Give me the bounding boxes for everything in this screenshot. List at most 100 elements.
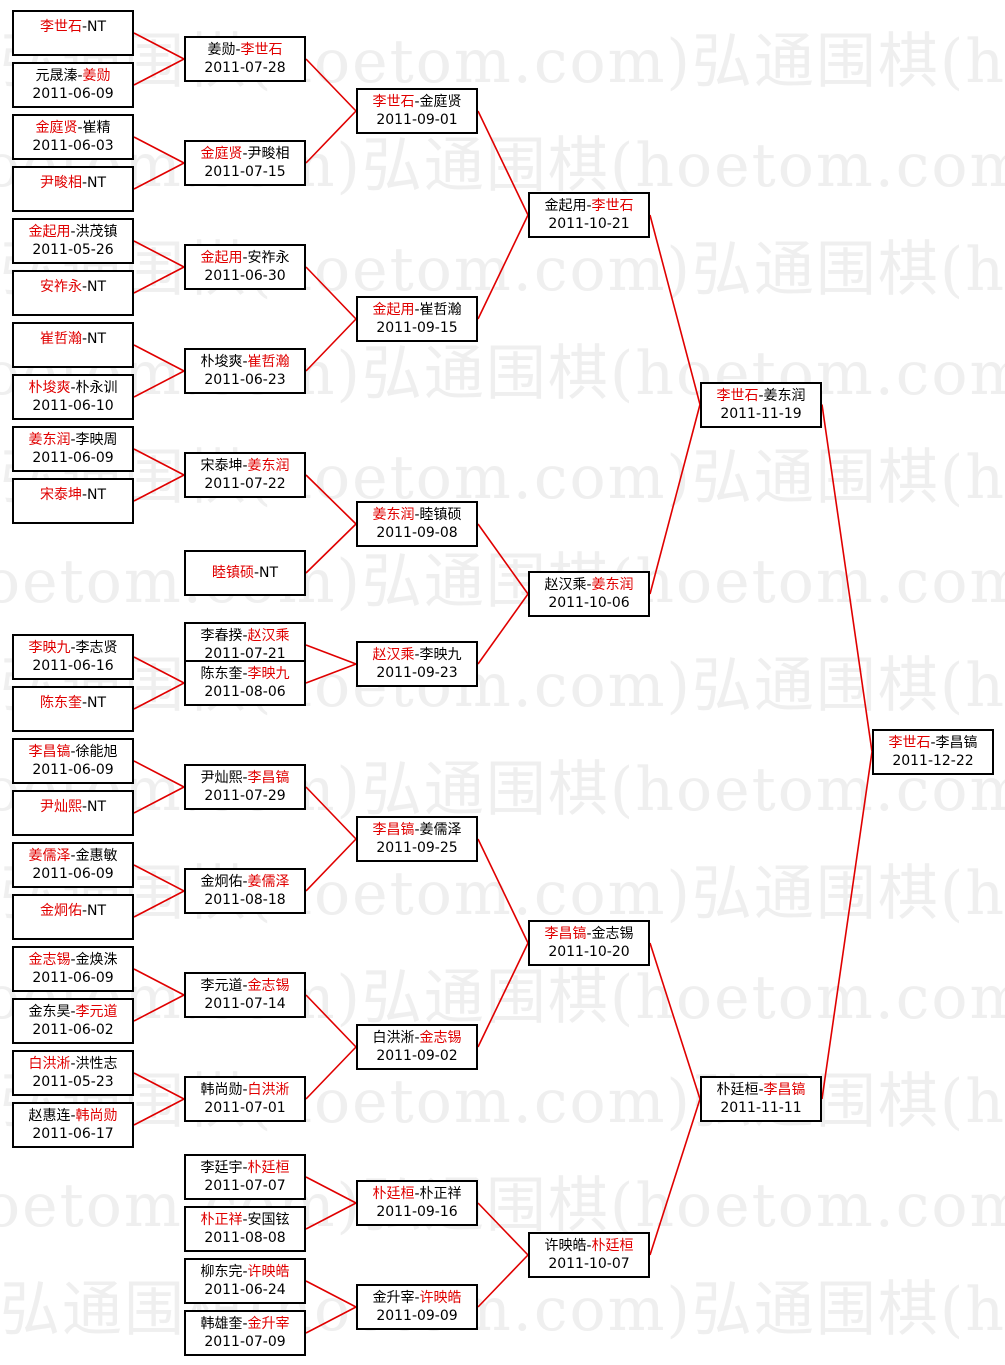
match-box: 宋泰坤-NT: [12, 478, 134, 524]
player-2: 安祚永: [247, 250, 290, 266]
match-players: 许映皓-朴廷桓: [544, 1237, 633, 1255]
bracket-connector: [133, 786, 185, 814]
match-players: 李昌镐-徐能旭: [28, 743, 117, 761]
vs-separator: -: [70, 848, 76, 864]
vs-separator: -: [70, 640, 76, 656]
player-2: NT: [87, 19, 107, 35]
match-date: 2011-07-07: [204, 1178, 286, 1194]
bracket-connector: [133, 240, 185, 268]
match-players: 姜东润-李映周: [28, 431, 117, 449]
player-1: 朴埈爽: [28, 380, 71, 396]
player-1: 李元道: [200, 978, 243, 994]
match-date: 2011-06-17: [32, 1126, 114, 1142]
player-2: NT: [87, 799, 107, 815]
player-1: 赵汉乘: [372, 647, 415, 663]
player-1: 姜东润: [28, 432, 71, 448]
player-2: 朴永训: [75, 380, 118, 396]
player-2: NT: [87, 903, 107, 919]
player-1: 韩雄奎: [200, 1316, 243, 1332]
player-2: 姜东润: [763, 388, 806, 404]
match-players: 朴埈爽-崔哲瀚: [200, 353, 289, 371]
match-date: 2011-06-09: [32, 450, 114, 466]
bracket-connector: [133, 682, 185, 710]
match-players: 姜勋-李世石: [207, 41, 282, 59]
vs-separator: -: [242, 1316, 248, 1332]
bracket-connector: [133, 760, 185, 788]
vs-separator: -: [242, 1212, 248, 1228]
match-date: 2011-09-09: [376, 1308, 458, 1324]
match-date: 2011-06-03: [32, 138, 114, 154]
bracket-connector: [305, 474, 357, 525]
bracket-connector: [305, 110, 357, 164]
match-date: 2011-09-15: [376, 320, 458, 336]
match-players: 金起用-洪茂镇: [28, 223, 117, 241]
bracket-connector: [305, 994, 357, 1048]
player-2: 金志锡: [419, 1030, 462, 1046]
vs-separator: -: [242, 978, 248, 994]
player-2: NT: [87, 695, 107, 711]
match-box: 崔哲瀚-NT: [12, 322, 134, 368]
match-players: 韩雄奎-金升宰: [200, 1315, 289, 1333]
match-box: 陈东奎-NT: [12, 686, 134, 732]
player-2: 李映周: [75, 432, 118, 448]
player-2: 姜儒泽: [419, 822, 462, 838]
match-date: 2011-09-08: [376, 525, 458, 541]
player-2: 姜东润: [247, 458, 290, 474]
player-1: 金庭贤: [35, 120, 78, 136]
bracket-connector: [821, 404, 873, 752]
match-players: 金起用-李世石: [544, 197, 633, 215]
player-2: 金志锡: [591, 926, 634, 942]
bracket-connector: [133, 968, 185, 996]
match-date: 2011-06-09: [32, 866, 114, 882]
player-1: 朴埈爽: [200, 354, 243, 370]
player-1: 金庭贤: [200, 146, 243, 162]
bracket-connector: [305, 318, 357, 372]
player-2: 崔哲瀚: [419, 302, 462, 318]
match-date: 2011-07-29: [204, 788, 286, 804]
bracket-connector: [133, 864, 185, 892]
vs-separator: -: [414, 1030, 420, 1046]
player-1: 陈东奎: [200, 666, 243, 682]
player-1: 安祚永: [39, 279, 82, 295]
match-date: 2011-09-23: [376, 665, 458, 681]
vs-separator: -: [77, 68, 83, 84]
vs-separator: -: [414, 647, 420, 663]
player-2: 安国铉: [247, 1212, 290, 1228]
vs-separator: -: [70, 224, 76, 240]
match-players: 元晟溱-姜勋: [35, 67, 110, 85]
match-date: 2011-06-24: [204, 1282, 286, 1298]
player-2: 李昌镐: [763, 1082, 806, 1098]
player-1: 尹灿熙: [200, 770, 243, 786]
match-date: 2011-08-08: [204, 1230, 286, 1246]
match-date: 2011-08-18: [204, 892, 286, 908]
player-1: 赵惠连: [28, 1108, 71, 1124]
vs-separator: -: [242, 1160, 248, 1176]
bracket-connector: [477, 523, 529, 595]
player-1: 金起用: [544, 198, 587, 214]
match-date: 2011-05-23: [32, 1074, 114, 1090]
player-2: 朴正祥: [419, 1186, 462, 1202]
match-players: 安祚永-NT: [40, 278, 106, 296]
player-2: 徐能旭: [75, 744, 118, 760]
match-players: 李昌镐-姜儒泽: [372, 821, 461, 839]
vs-separator: -: [414, 94, 420, 110]
bracket-connector: [305, 1306, 357, 1334]
match-players: 赵汉乘-李映九: [372, 646, 461, 664]
bracket-connector: [477, 1202, 529, 1256]
bracket-connector: [305, 838, 357, 892]
vs-separator: -: [242, 354, 248, 370]
bracket-connector: [133, 474, 185, 502]
player-2: 朴廷桓: [247, 1160, 290, 1176]
